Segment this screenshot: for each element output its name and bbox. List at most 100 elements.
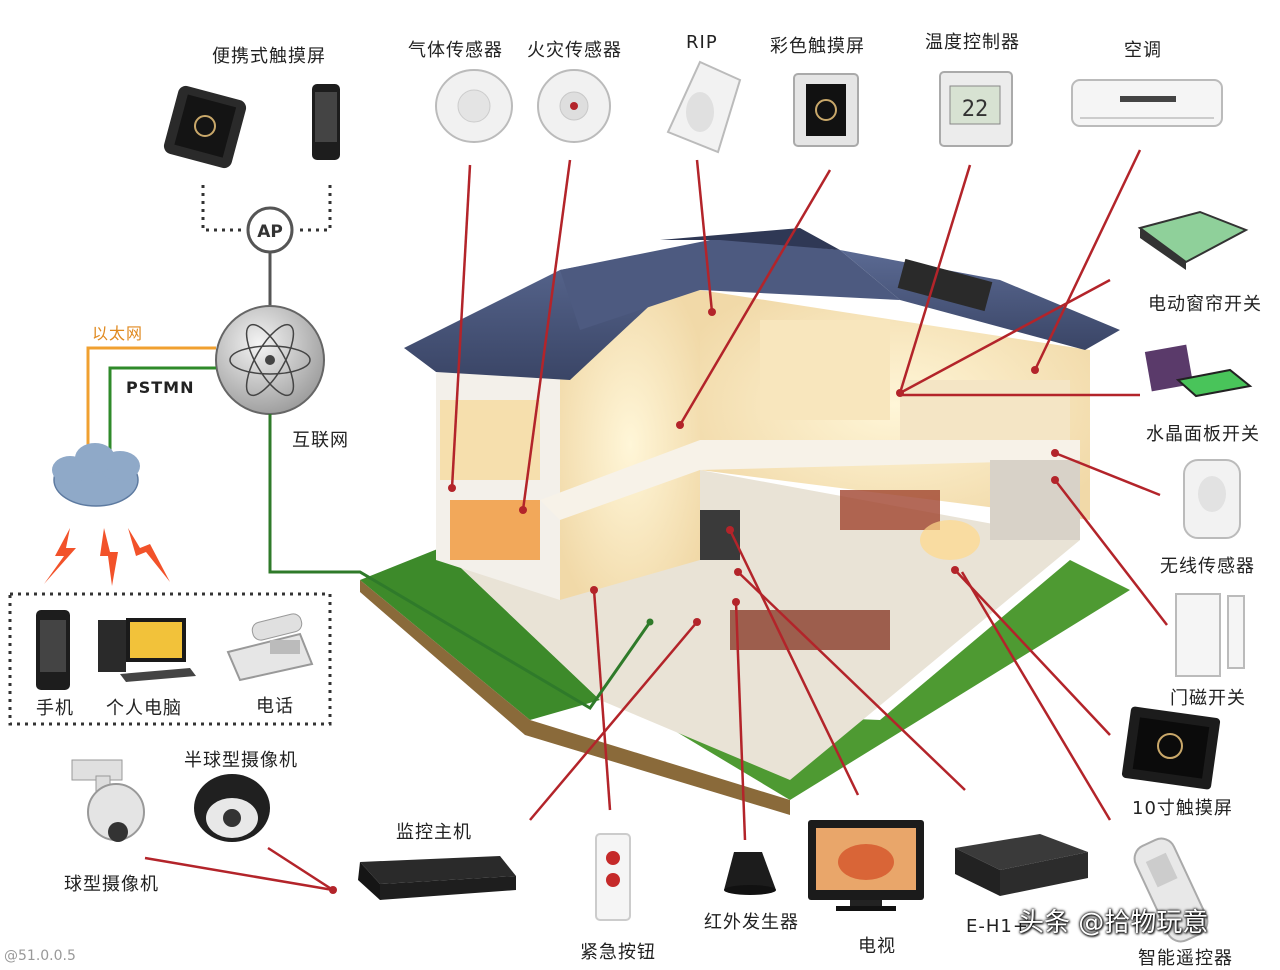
label-crystal-switch: 水晶面板开关 — [1146, 424, 1260, 445]
fire-sensor-icon — [537, 69, 611, 143]
panic-button-icon — [595, 833, 631, 921]
remote-icon — [1133, 837, 1209, 943]
lawn-base — [360, 580, 790, 815]
label-panic-button: 紧急按钮 — [580, 942, 656, 963]
line-panic — [592, 589, 612, 811]
line-cam-dome — [267, 846, 334, 892]
ap-dotted-link-right — [295, 185, 332, 232]
label-dome-camera: 半球型摄像机 — [184, 750, 298, 771]
lightning-icons — [44, 528, 170, 586]
label-gas-sensor: 气体传感器 — [408, 40, 503, 61]
label-mobile-phone: 手机 — [36, 698, 74, 719]
mobile-phone-icon — [312, 84, 340, 160]
connector-lines — [144, 149, 1168, 892]
pstn-line — [108, 366, 216, 452]
label-ac: 空调 — [1124, 40, 1162, 61]
label-fire-sensor: 火灾传感器 — [527, 40, 622, 61]
label-wireless-sensor: 无线传感器 — [1160, 556, 1255, 577]
telephone-icon — [226, 613, 314, 682]
house-illustration — [360, 228, 1130, 815]
rip-sensor-icon — [666, 60, 742, 154]
color-touch-icon — [793, 73, 859, 147]
label-ehi: E-H1+ — [966, 916, 1029, 937]
line-ehi — [737, 571, 966, 791]
cloud-icon — [52, 443, 140, 507]
curtain-switch-icon — [1137, 210, 1249, 270]
label-touch10: 10寸触摸屏 — [1132, 798, 1233, 819]
watermark-bottom: @51.0.0.5 — [4, 948, 76, 964]
living-tv — [700, 510, 740, 560]
garage — [990, 460, 1080, 540]
label-tv: 电视 — [858, 936, 896, 957]
kitchen — [840, 490, 940, 530]
label-internet: 互联网 — [292, 430, 349, 451]
network-section: AP — [8, 185, 654, 726]
roof-center — [560, 238, 900, 330]
label-ethernet: 以太网 — [92, 324, 144, 343]
ball-camera-icon — [71, 759, 145, 842]
internet-house-line — [268, 414, 652, 710]
roof-edge — [403, 348, 437, 376]
ap-label: AP — [257, 222, 283, 242]
monitor-host-icon — [358, 856, 516, 900]
label-remote: 智能遥控器 — [1138, 948, 1233, 969]
label-rip: RIP — [686, 32, 718, 53]
skylight — [897, 258, 993, 312]
bottom-mobile-icon — [36, 610, 70, 690]
line-ir — [734, 601, 747, 841]
lamp-glow — [920, 520, 980, 560]
ir-generator-icon — [724, 852, 776, 895]
thermostat-icon: 22 — [939, 71, 1013, 147]
crystal-switch-icon — [1144, 344, 1253, 398]
line-curtain — [899, 278, 1111, 395]
line-thermostat — [898, 164, 972, 394]
label-telephone: 电话 — [256, 696, 294, 717]
upper-floor — [540, 440, 1080, 520]
label-ir-generator: 红外发生器 — [704, 912, 799, 933]
gas-sensor-icon — [435, 69, 513, 143]
tv-icon — [808, 820, 924, 911]
wireless-sensor-icon — [1183, 459, 1241, 539]
line-monitor — [529, 621, 698, 821]
label-door-magnet: 门磁开关 — [1170, 688, 1246, 709]
touch10-icon — [1121, 706, 1221, 790]
ac-icon — [1071, 79, 1223, 127]
label-portable-touch: 便携式触摸屏 — [212, 46, 326, 67]
watermark: 头条 @拾物玩意 — [1018, 908, 1209, 938]
room-mid — [760, 320, 890, 420]
connector-dots — [329, 308, 1059, 894]
svg-text:22: 22 — [962, 97, 989, 122]
wall-mid — [560, 290, 700, 600]
line-touch10 — [954, 569, 1111, 736]
label-curtain-switch: 电动窗帘开关 — [1148, 294, 1262, 315]
tablet-icon — [163, 85, 247, 169]
line-cam-ball — [144, 856, 334, 892]
line-fire-sensor — [521, 159, 572, 511]
line-color-touch — [678, 169, 832, 426]
label-ball-camera: 球型摄像机 — [64, 874, 159, 895]
line-remote — [960, 571, 1112, 821]
line-ac — [1033, 149, 1142, 371]
ap-node — [246, 206, 294, 254]
line-tv — [728, 529, 860, 796]
ehi-box-icon — [955, 834, 1088, 896]
roof-ridge — [660, 228, 840, 250]
door-magnet-icon — [1175, 593, 1245, 677]
line-gas-sensor — [450, 164, 472, 489]
ethernet-line — [86, 346, 216, 452]
label-monitor-host: 监控主机 — [396, 822, 472, 843]
dome-camera-icon — [194, 774, 270, 842]
line-wireless — [1054, 451, 1161, 497]
label-thermostat: 温度控制器 — [925, 32, 1020, 53]
label-pstn: PSTMN — [126, 378, 195, 397]
pc-icon — [98, 618, 196, 682]
label-color-touch: 彩色触摸屏 — [770, 36, 865, 57]
line-door — [1054, 479, 1168, 626]
ap-dotted-link — [201, 185, 245, 232]
device-box — [8, 592, 332, 726]
label-pc: 个人电脑 — [106, 698, 182, 719]
room-upper-right — [900, 380, 1070, 440]
living-sofa — [730, 610, 890, 650]
